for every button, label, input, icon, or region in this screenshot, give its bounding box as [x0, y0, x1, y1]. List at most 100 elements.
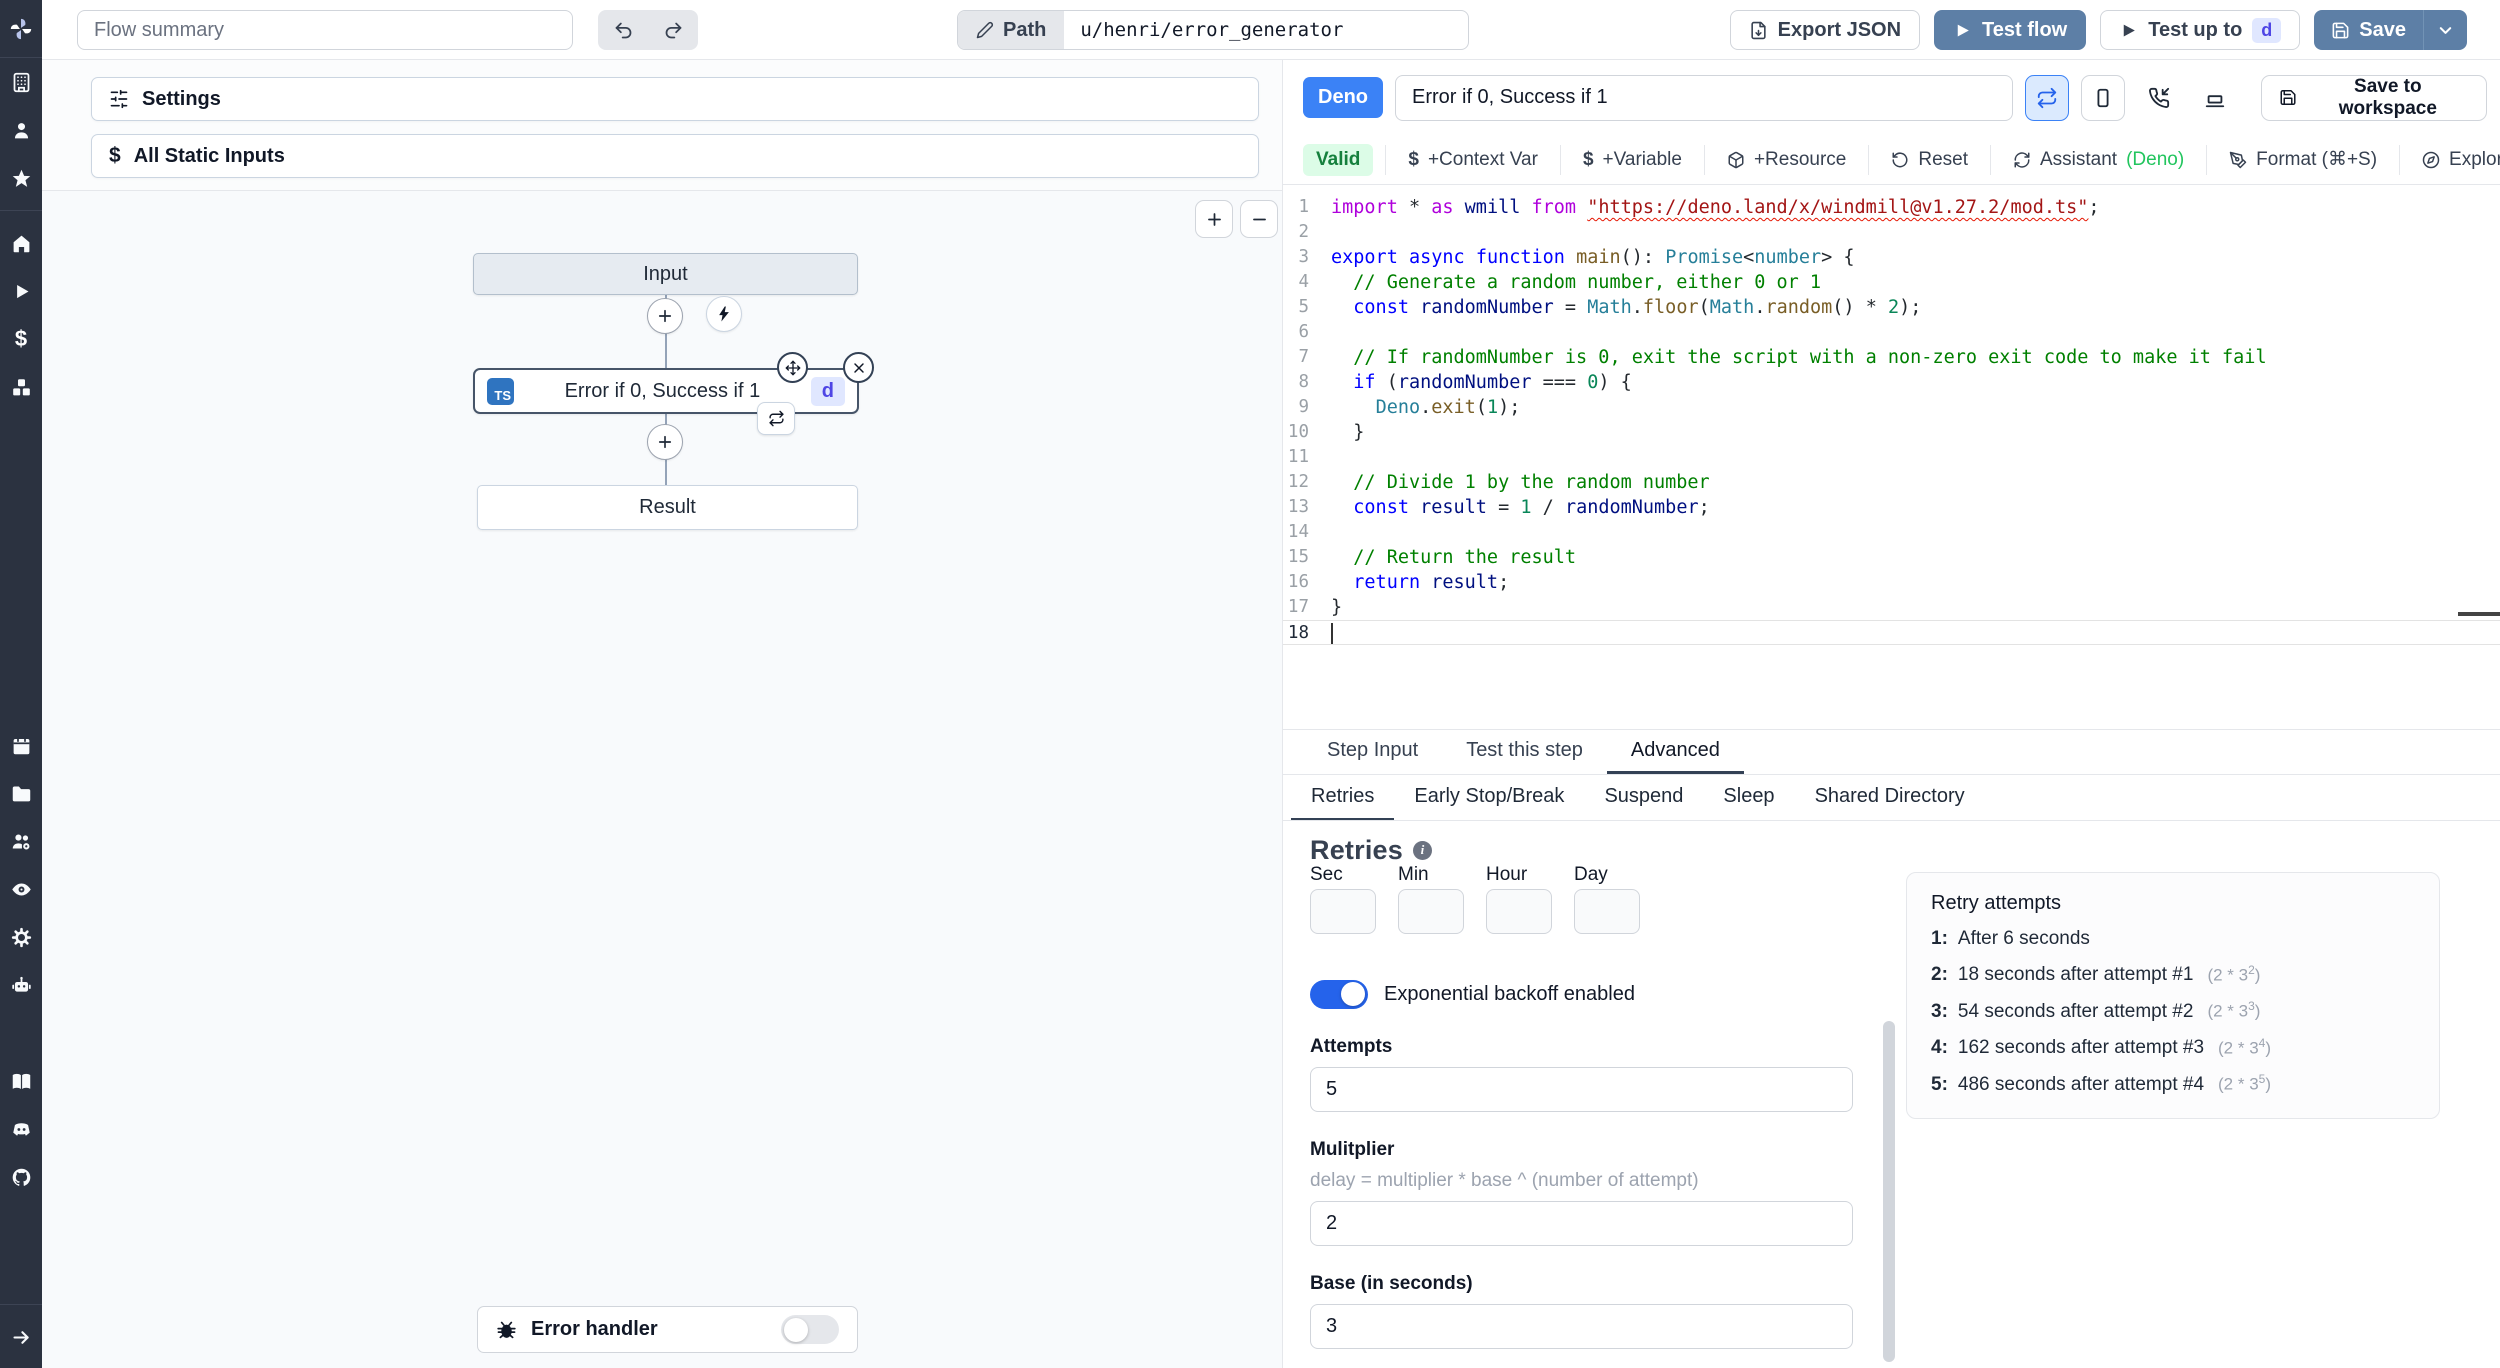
- undo-button[interactable]: [598, 10, 648, 50]
- code-line-17[interactable]: 17}: [1283, 595, 2500, 620]
- code-line-10[interactable]: 10 }: [1283, 420, 2500, 445]
- toolbar-assistant-button[interactable]: Assistant(Deno): [1990, 144, 2206, 175]
- resources-icon[interactable]: [4, 370, 38, 404]
- zoom-in-button[interactable]: [1195, 200, 1233, 238]
- toolbar-explore-other-s-button[interactable]: Explore other s: [2399, 144, 2500, 175]
- subtab-sleep[interactable]: Sleep: [1723, 784, 1775, 807]
- sleep-flag-button[interactable]: [2192, 74, 2237, 121]
- test-up-to-button[interactable]: Test up to d: [2100, 10, 2301, 50]
- toolbar-reset-button[interactable]: Reset: [1868, 144, 1990, 175]
- info-icon[interactable]: i: [1412, 840, 1432, 860]
- step-title-input[interactable]: [1395, 74, 2014, 121]
- code-line-6[interactable]: 6: [1283, 320, 2500, 345]
- mobile-frame-button[interactable]: [2081, 74, 2125, 121]
- trigger-button[interactable]: [706, 296, 742, 332]
- user-icon[interactable]: [4, 113, 38, 147]
- workers-icon[interactable]: [4, 968, 38, 1002]
- export-json-button[interactable]: Export JSON: [1729, 10, 1921, 50]
- error-handler-toggle[interactable]: [781, 1315, 839, 1344]
- min-input[interactable]: [1398, 888, 1464, 934]
- flow-summary-input[interactable]: [77, 10, 573, 50]
- home-icon[interactable]: [4, 226, 38, 260]
- save-button[interactable]: Save: [2314, 10, 2423, 50]
- runs-icon[interactable]: [4, 274, 38, 308]
- suspend-button[interactable]: [2136, 74, 2181, 121]
- flow-canvas[interactable]: Input TS Error if 0, Success if 1 d: [42, 191, 1282, 1368]
- flow-static-inputs-bar[interactable]: $ All Static Inputs: [91, 134, 1259, 178]
- tab-test-this-step[interactable]: Test this step: [1466, 738, 1583, 761]
- subtab-retries[interactable]: Retries: [1291, 775, 1395, 820]
- move-step-button[interactable]: [777, 352, 808, 383]
- day-input[interactable]: [1574, 888, 1640, 934]
- audit-logs-icon[interactable]: [4, 872, 38, 906]
- language-badge: Deno: [1303, 77, 1383, 118]
- subtab-suspend[interactable]: Suspend: [1604, 784, 1684, 807]
- tab-advanced[interactable]: Advanced: [1606, 730, 1744, 774]
- retry-settings-button[interactable]: [2025, 74, 2070, 121]
- code-line-16[interactable]: 16 return result;: [1283, 570, 2500, 595]
- sliders-icon: [110, 89, 128, 109]
- zoom-out-button[interactable]: [1240, 200, 1278, 238]
- discord-icon[interactable]: [4, 1112, 38, 1146]
- tab-step-input[interactable]: Step Input: [1327, 738, 1419, 761]
- save-icon: [2332, 22, 2349, 38]
- flow-result-node[interactable]: Result: [477, 485, 858, 530]
- code-line-4[interactable]: 4 // Generate a random number, either 0 …: [1283, 270, 2500, 295]
- save-to-workspace-button[interactable]: Save to workspace: [2260, 74, 2487, 121]
- delete-step-button[interactable]: [843, 352, 874, 383]
- redo-button[interactable]: [648, 10, 698, 50]
- path-value-input[interactable]: u/henri/error_generator: [1080, 19, 1344, 41]
- test-flow-button[interactable]: Test flow: [1934, 10, 2087, 50]
- multiplier-input[interactable]: [1310, 1200, 1853, 1246]
- github-icon[interactable]: [4, 1160, 38, 1194]
- hour-input[interactable]: [1486, 888, 1552, 934]
- code-line-9[interactable]: 9 Deno.exit(1);: [1283, 395, 2500, 420]
- code-line-13[interactable]: 13 const result = 1 / randomNumber;: [1283, 495, 2500, 520]
- plus-icon: [658, 435, 672, 449]
- workspace-icon[interactable]: [4, 65, 38, 99]
- favorites-icon[interactable]: [4, 161, 38, 195]
- settings-icon[interactable]: [4, 920, 38, 954]
- flow-input-node[interactable]: Input: [473, 253, 858, 295]
- code-line-8[interactable]: 8 if (randomNumber === 0) {: [1283, 370, 2500, 395]
- step-retry-indicator[interactable]: [757, 402, 795, 435]
- code-line-14[interactable]: 14: [1283, 520, 2500, 545]
- toolbar-variable-button[interactable]: $+Variable: [1559, 144, 1704, 175]
- folders-icon[interactable]: [4, 776, 38, 810]
- code-line-12[interactable]: 12 // Divide 1 by the random number: [1283, 470, 2500, 495]
- panel-scrollbar[interactable]: [1883, 1020, 1895, 1362]
- error-handler-bar[interactable]: Error handler: [477, 1306, 858, 1353]
- subtab-early-stop-break[interactable]: Early Stop/Break: [1414, 784, 1565, 807]
- code-line-11[interactable]: 11: [1283, 445, 2500, 470]
- docs-icon[interactable]: [4, 1064, 38, 1098]
- toolbar-resource-button[interactable]: +Resource: [1703, 144, 1868, 175]
- schedules-icon[interactable]: [4, 728, 38, 762]
- groups-icon[interactable]: [4, 824, 38, 858]
- save-more-button[interactable]: [2423, 10, 2467, 50]
- toolbar-format-s-button[interactable]: Format (⌘+S): [2206, 144, 2399, 175]
- variables-icon[interactable]: $: [14, 326, 28, 351]
- code-line-2[interactable]: 2: [1283, 220, 2500, 245]
- sec-input[interactable]: [1310, 888, 1376, 934]
- windmill-logo-icon[interactable]: [0, 0, 42, 58]
- subtab-shared-directory[interactable]: Shared Directory: [1814, 784, 1965, 807]
- step-id-badge: d: [2252, 17, 2282, 43]
- editor-overview-ruler[interactable]: [2458, 185, 2500, 729]
- exponential-backoff-toggle[interactable]: [1310, 979, 1368, 1009]
- flow-settings-bar[interactable]: Settings: [91, 77, 1259, 121]
- min-label: Min: [1398, 865, 1429, 885]
- toolbar-context-var-button[interactable]: $+Context Var: [1385, 144, 1560, 175]
- base-input[interactable]: [1310, 1303, 1853, 1349]
- attempts-input[interactable]: [1310, 1066, 1853, 1112]
- code-line-5[interactable]: 5 const randomNumber = Math.floor(Math.r…: [1283, 295, 2500, 320]
- code-line-7[interactable]: 7 // If randomNumber is 0, exit the scri…: [1283, 345, 2500, 370]
- add-step-button[interactable]: [647, 298, 683, 334]
- code-line-15[interactable]: 15 // Return the result: [1283, 545, 2500, 570]
- expand-sidebar-icon[interactable]: [4, 1320, 38, 1354]
- code-line-18[interactable]: 18: [1283, 620, 2500, 645]
- advanced-tabs: Retries Early Stop/Break Suspend Sleep Share…: [1283, 775, 2500, 821]
- add-step-button[interactable]: [647, 424, 683, 460]
